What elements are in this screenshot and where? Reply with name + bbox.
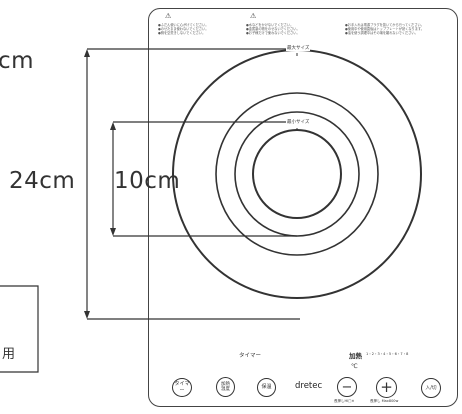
inner-arrow-head-top bbox=[110, 122, 116, 130]
inner-arrow-head-bottom bbox=[110, 228, 116, 236]
ring-min bbox=[252, 129, 342, 219]
keep-warm-button[interactable]: 保温 bbox=[257, 378, 276, 397]
warning-icon-1: ⚠ bbox=[165, 12, 172, 20]
outer-arrow-head-bottom bbox=[84, 311, 90, 319]
brand-logo: dretec bbox=[295, 381, 323, 391]
warning-column-2: ●水などをかけないでください。 ●金属製の物をのせないでください。 ●お子様だけ… bbox=[246, 23, 300, 35]
outer-label-fragment: cm bbox=[0, 48, 35, 74]
warning-column-3: ●お手入れは電源プラグを抜いてから行ってください。 ●使用中や使用直後はトッププ… bbox=[345, 23, 424, 35]
plus-button[interactable]: + bbox=[376, 377, 397, 398]
heat-temp-button[interactable]: 加熱 温度 bbox=[216, 377, 235, 397]
minus-subtext: 長押しHI□✕ bbox=[334, 399, 355, 403]
plus-subtext: 長押し Max800w bbox=[370, 399, 399, 403]
minus-icon: − bbox=[341, 379, 353, 395]
minus-button[interactable]: − bbox=[337, 377, 357, 397]
cooktop-panel bbox=[148, 8, 458, 407]
warning-column-1: ●ふだん使いに心がけてください。 ●のせたまま使わないでください。 ●鍋を空焚き… bbox=[158, 23, 209, 35]
heat-levels: 1・2・3・4・5・6・7・8 bbox=[366, 352, 409, 356]
celsius-label: ℃ bbox=[351, 363, 358, 370]
timer-label: タイマー bbox=[239, 353, 262, 359]
warning-icon-2: ⚠ bbox=[250, 12, 257, 20]
timer-button[interactable]: タイマー bbox=[172, 378, 192, 397]
heat-label: 加熱 bbox=[349, 352, 362, 360]
power-button[interactable]: 入/切 bbox=[421, 378, 441, 398]
ring-max bbox=[172, 49, 422, 299]
callout-box bbox=[0, 285, 39, 373]
callout-text-fragment: 用 bbox=[2, 347, 16, 362]
min-size-label: 最小サイズ bbox=[286, 119, 311, 125]
outer-dimension-label: 24cm bbox=[9, 168, 76, 194]
ring-2 bbox=[215, 92, 379, 256]
max-size-label: 最大サイズ bbox=[286, 45, 311, 51]
inner-dimension-label: 10cm bbox=[114, 168, 181, 194]
outer-arrow-head-top bbox=[84, 49, 90, 57]
plus-icon: + bbox=[380, 378, 393, 396]
